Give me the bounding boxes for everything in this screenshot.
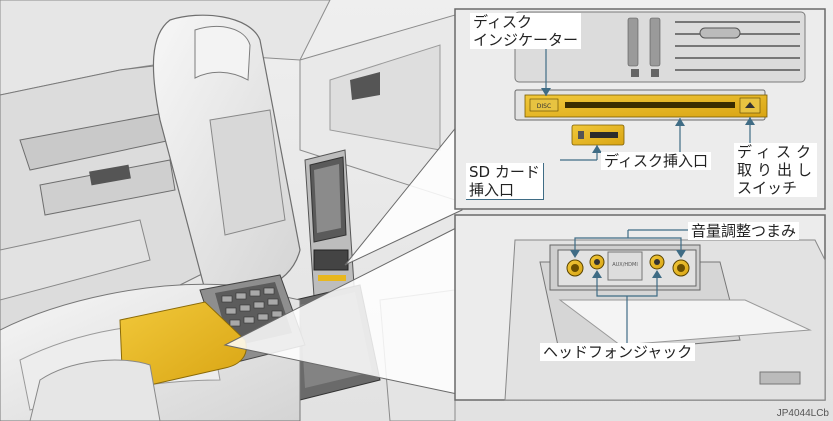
disc-indicator-label: ディスク インジケーター [470,13,582,49]
disc-indicator-label-line2: インジケーター [473,31,579,49]
volume-knob-label-text: 音量調整つまみ [691,222,797,240]
disc-slot-label-text: ディスク挿入口 [604,152,708,170]
sd-slot-label: SD カード 挿入口 [466,163,544,200]
sd-slot-label-line1: SD カード [469,163,540,181]
disc-indicator-label-line1: ディスク [473,13,532,31]
headphone-jack-label-text: ヘッドフォンジャック [543,343,693,361]
sd-slot-label-line2: 挿入口 [469,181,515,199]
eject-switch-label-line3: スイッチ [737,179,798,197]
disc-slot-label: ディスク挿入口 [601,152,711,170]
disc-button-text: DISC [537,103,551,110]
eject-switch-label-line1: ディスク [737,143,816,161]
eject-switch-label-line2: 取り出し [737,161,818,179]
aux-label-text: AUX/HDMI [612,262,638,268]
headphone-jack-label: ヘッドフォンジャック [540,343,696,361]
eject-switch-label: ディスク 取り出し スイッチ [734,143,818,197]
figure-code: JP4044LCb [776,408,829,419]
headphone-inset: AUX/HDMI [454,214,826,401]
volume-knob-label: 音量調整つまみ [688,222,800,240]
